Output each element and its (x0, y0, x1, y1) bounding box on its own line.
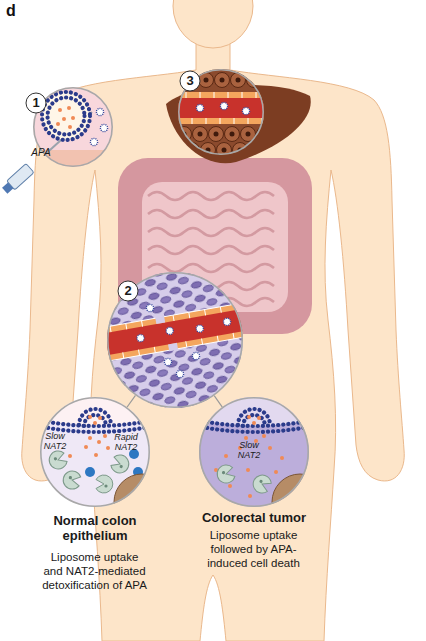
intestine-fold (148, 264, 274, 272)
intestine-fold (148, 192, 274, 200)
panel-letter: d (6, 2, 16, 20)
normal-cell-inset (38, 395, 170, 530)
syringe (1, 164, 34, 196)
fusing-liposome (79, 409, 111, 425)
liver-inset: 3 (178, 69, 264, 155)
callout-number: 3 (181, 73, 199, 89)
body-silhouette (22, 0, 405, 641)
tumor-cell-inset: Slow NAT2Colorectal tumorLiposome uptake… (199, 397, 309, 507)
small-liposome (90, 138, 97, 145)
nat2-enzyme (47, 449, 69, 472)
head (173, 0, 253, 48)
intestine-fold (148, 228, 274, 236)
nat2-enzyme (96, 475, 113, 493)
small-liposome (146, 304, 153, 311)
magnification-line (214, 396, 222, 407)
callout-number: 1 (27, 95, 45, 111)
torso (22, 30, 405, 641)
inset-ring (41, 398, 149, 506)
drug-molecules (56, 106, 75, 129)
small-liposome (242, 107, 249, 114)
nat2-enzyme (62, 470, 82, 491)
small-liposome (100, 124, 107, 131)
panel-description: Liposome uptake and NAT2-mediated detoxi… (42, 550, 147, 592)
liver-tissue (176, 67, 266, 157)
magnification-line (127, 395, 136, 407)
endothelium (176, 92, 266, 124)
intestine-fold (148, 246, 274, 254)
drug-molecules (68, 415, 110, 458)
cell-border (186, 92, 262, 124)
panel-description: Liposome uptake followed by APA-induced … (201, 528, 306, 570)
small-liposome (220, 102, 227, 109)
panel-heading: Normal colon epithelium (40, 513, 150, 543)
cell-membrane (38, 420, 154, 426)
cell-membrane (197, 426, 313, 432)
acetylated-apa (85, 449, 143, 477)
tumor-cell-inset (197, 395, 328, 530)
small-liposome (164, 358, 171, 365)
inset-ring (179, 70, 263, 154)
enzyme-label: Rapid NAT2 (108, 432, 144, 452)
enzyme-label: Slow NAT2 (232, 440, 266, 460)
nat2-enzyme (109, 453, 131, 476)
injection-inset: 1APA (33, 87, 113, 167)
callout-badge (180, 71, 200, 91)
callout-number: 2 (119, 283, 137, 299)
intestine-fold (148, 210, 274, 218)
fusing-liposome (243, 415, 265, 426)
small-liposome (196, 104, 203, 111)
nat2-enzyme (215, 463, 236, 485)
cytoplasm (197, 395, 313, 511)
inset-ring (200, 398, 308, 506)
drug-molecules (214, 415, 284, 498)
extracellular (38, 395, 154, 426)
extracellular (197, 395, 313, 426)
panel-heading: Colorectal tumor (184, 510, 324, 525)
liposome-bilayer (48, 98, 85, 135)
nat2-enzyme (250, 472, 273, 495)
normal-cell-inset: Slow NAT2Rapid NAT2Normal colon epitheli… (40, 397, 150, 507)
callout-badge (26, 93, 46, 113)
fusing-liposome (238, 409, 270, 425)
hepatocytes (177, 73, 272, 158)
drug-label: APA (24, 147, 58, 159)
small-liposome (192, 352, 199, 359)
liposome-core (42, 92, 90, 140)
enzyme-label: Slow NAT2 (38, 431, 72, 451)
cell-membrane (197, 420, 313, 426)
liver-inset (176, 67, 272, 158)
inset-outline (40, 397, 150, 507)
tumor-vessel (93, 300, 257, 363)
inset-ring (108, 273, 242, 407)
tumor-inset: 2 (107, 272, 243, 408)
small-liposome (96, 108, 103, 115)
callout-badge (118, 281, 138, 301)
liposome-bilayer (42, 92, 90, 140)
cytoplasm (38, 395, 154, 511)
fusing-liposome (84, 415, 106, 426)
blood-vessel (176, 98, 266, 118)
small-liposome (176, 370, 183, 377)
tumor-inset (93, 270, 257, 410)
